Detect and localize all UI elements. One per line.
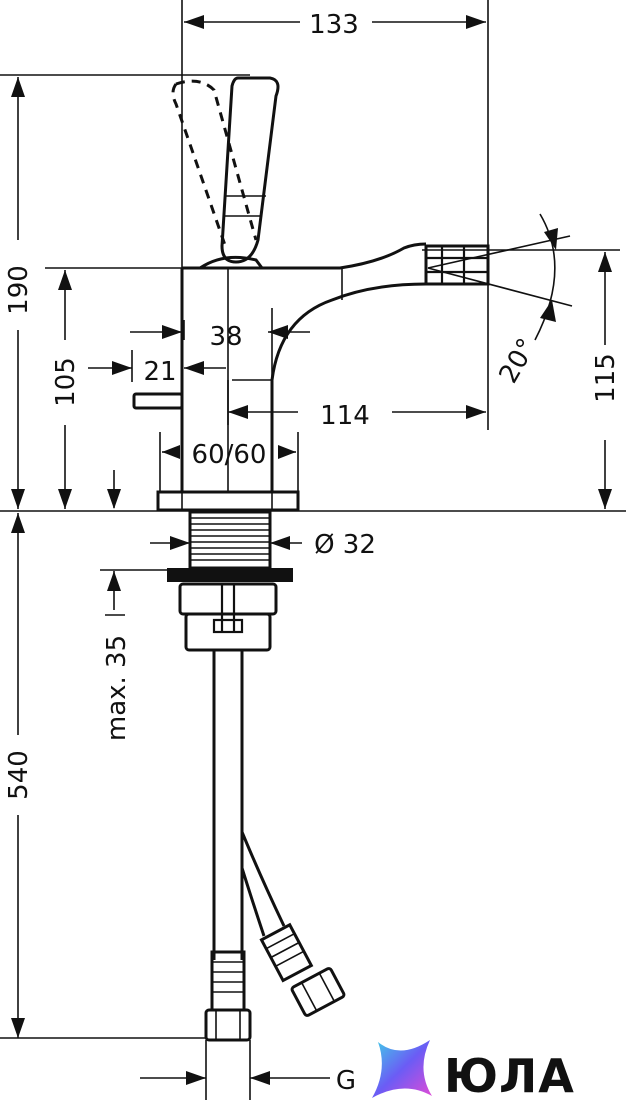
mounting-nut [178,582,278,616]
base-plate [156,490,300,512]
faucet-body [180,268,427,494]
yula-logo-icon [372,1040,432,1098]
dim-height-spout-label: 115 [591,353,621,403]
dim-spout-angle-label: 20° [494,334,543,389]
dim-spout-reach-label: 114 [320,401,370,431]
yula-logo-text: ЮЛА [444,1049,575,1100]
dim-hose-length-label: 540 [4,750,34,800]
popup-knob [132,392,184,410]
faucet-outline [132,76,490,1042]
dim-spout-angle: 20° [427,213,573,389]
dim-height-body: 105 [51,270,81,509]
yula-logo: ЮЛА [372,1040,575,1100]
dim-lever-offset: 21 [88,350,226,387]
mounting-washer [167,568,293,582]
dim-height-spout: 115 [591,252,621,509]
dim-hose-length: 540 [4,513,34,1038]
dim-body-width-label: 38 [209,322,242,352]
dim-base-size: 60/60 [162,440,296,470]
hose-angled [240,831,286,927]
dim-height-total: 190 [4,77,34,509]
hose-angled-nut [290,967,346,1017]
dim-base-size-label: 60/60 [192,440,267,470]
dim-spout-reach: 114 [227,380,486,431]
dim-max-thickness-label: max. 35 [102,635,132,741]
dim-width-top: 133 [184,10,486,40]
dim-lever-offset-label: 21 [143,357,176,387]
hose-straight-nut [204,1008,252,1042]
dim-height-total-label: 190 [4,265,34,315]
dim-height-body-label: 105 [51,357,81,407]
lever-handle [220,76,280,264]
lever-handle-alternate [171,83,228,249]
dim-thread-diameter-label: Ø 32 [314,530,376,560]
base-reference-arrow [107,470,121,509]
dim-body-width: 38 [130,322,310,352]
dim-thread-diameter: Ø 32 [150,530,376,560]
dim-connection-thread: G [140,1066,356,1096]
dim-connection-thread-label: G [336,1066,356,1096]
spout-nozzle [424,244,490,286]
dim-width-top-label: 133 [309,10,359,40]
dim-max-thickness: max. 35 [102,571,132,741]
